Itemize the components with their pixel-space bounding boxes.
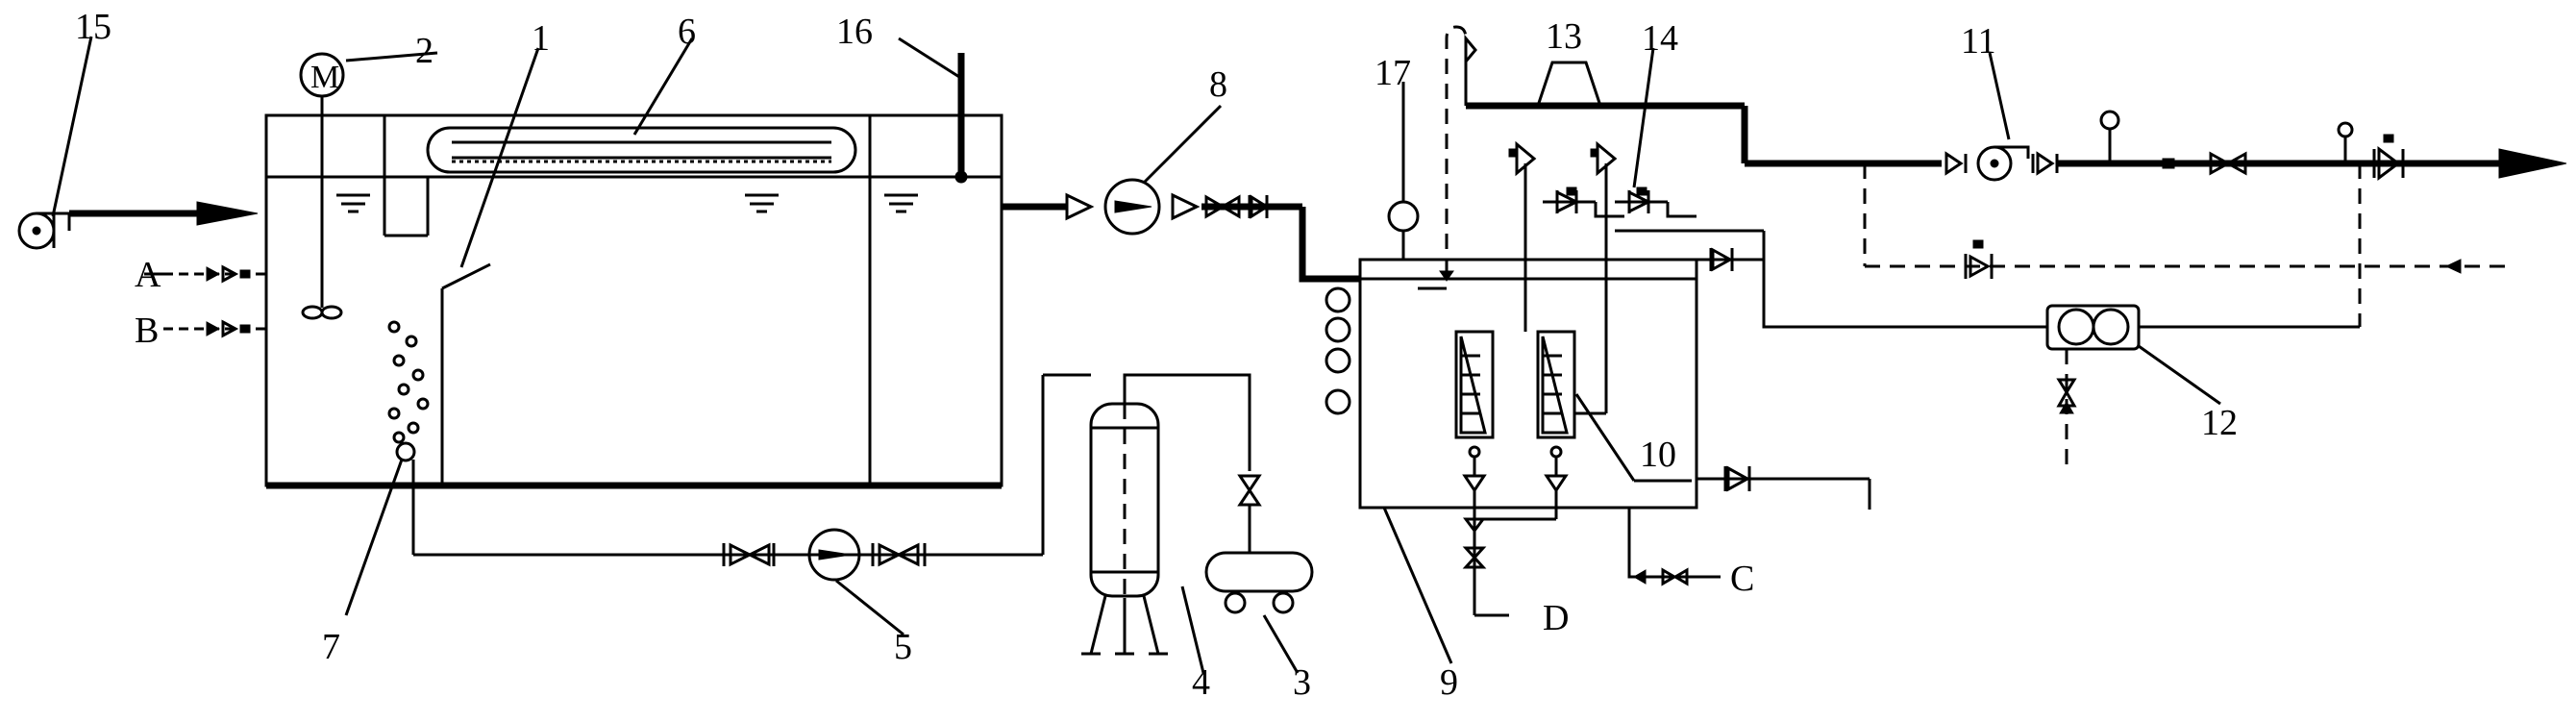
label-13: 13 — [1546, 16, 1582, 57]
blower-15 — [17, 212, 71, 250]
label-6: 6 — [678, 12, 696, 52]
label-11: 11 — [1961, 21, 1996, 62]
aerator — [395, 441, 416, 462]
label-1: 1 — [532, 18, 550, 59]
label-2: 2 — [415, 31, 433, 71]
pump-5 — [807, 528, 861, 582]
top-gas-line — [1439, 25, 2047, 329]
svg-text:M: M — [310, 60, 339, 95]
label-7: 7 — [322, 627, 340, 667]
tank-9-right-outlet — [1697, 465, 1871, 510]
inlet-c-line — [1627, 508, 1721, 586]
water-level-mark — [336, 193, 918, 213]
label-D: D — [1543, 598, 1569, 638]
label-8: 8 — [1209, 64, 1227, 105]
label-10: 10 — [1640, 435, 1676, 475]
label-16: 16 — [836, 12, 873, 52]
return-dashed-line — [1863, 163, 2509, 327]
outlet-d-line — [1462, 490, 1558, 617]
label-14: 14 — [1642, 18, 1678, 59]
label-15: 15 — [75, 7, 111, 47]
label-C: C — [1730, 559, 1754, 599]
label-12: 12 — [2201, 403, 2238, 443]
pump-8-line — [1002, 178, 1360, 283]
label-A: A — [135, 255, 161, 295]
device-12 — [2045, 304, 2360, 466]
label-3: 3 — [1293, 662, 1311, 703]
label-B: B — [135, 311, 159, 351]
flowmeter-left — [1454, 330, 1495, 439]
recirculation-line — [411, 373, 1091, 567]
leader-lines — [51, 36, 2221, 674]
skimmer-belt — [426, 126, 857, 174]
inlet-a-line — [163, 264, 266, 284]
outlet-gas-line — [1745, 110, 2567, 182]
air-bubbles — [387, 320, 430, 444]
vessel-4 — [1081, 402, 1168, 656]
label-5: 5 — [894, 627, 912, 667]
inlet-b-line — [163, 319, 266, 338]
main-tank: M — [264, 52, 1003, 489]
label-9: 9 — [1440, 662, 1458, 703]
label-4: 4 — [1192, 662, 1210, 703]
flowmeter-right — [1536, 330, 1576, 439]
label-17: 17 — [1375, 53, 1411, 93]
tank-9 — [1325, 163, 1698, 510]
tank-3 — [1204, 551, 1314, 614]
mixer: M — [299, 52, 345, 320]
